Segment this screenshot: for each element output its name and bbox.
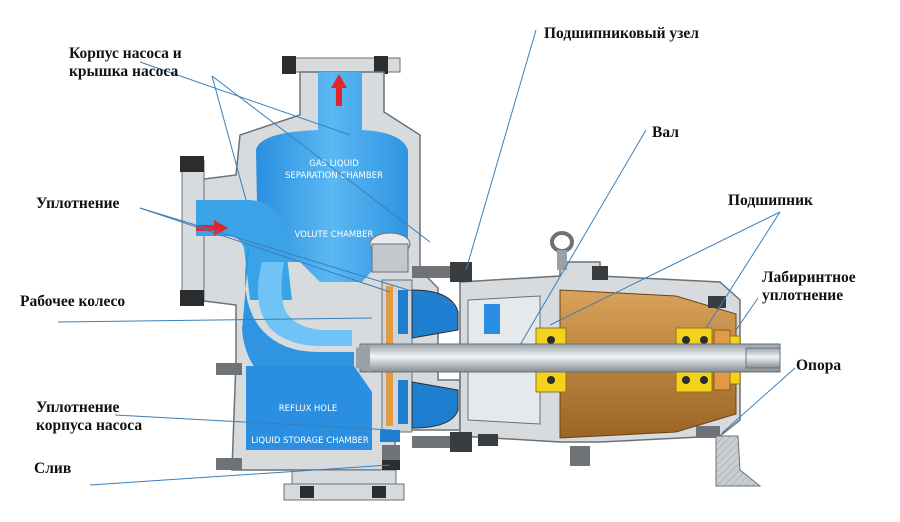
label-seal: Уплотнение [36,195,120,212]
shaft [356,343,781,373]
support-foot [715,435,762,487]
label-casing-seal-line2: корпуса насоса [36,417,143,434]
label-labyrinth-line2: уплотнение [762,287,844,304]
leader-lines [57,29,796,486]
label-support: Опора [796,357,842,374]
discharge-arrow-icon [331,74,347,106]
label-bearing: Подшипник [728,192,813,209]
volute-caption: VOLUTE CHAMBER [295,230,374,240]
label-labyrinth: Лабиринтное уплотнение [762,269,856,305]
label-impeller: Рабочее колесо [20,293,126,310]
chamber-captions: GAS LIQUID SEPARATION CHAMBER VOLUTE CHA… [251,159,383,446]
label-drain: Слив [34,460,72,477]
label-housing-line2: крышка насоса [69,63,179,80]
label-shaft: Вал [652,124,679,141]
label-casing-seal-line1: Уплотнение [36,399,120,416]
label-casing-seal: Уплотнение корпуса насоса [36,399,142,435]
drain-plug [382,445,400,461]
label-labyrinth-line1: Лабиринтное [762,269,856,286]
label-housing: Корпус насоса и крышка насоса [69,45,182,81]
reflux-caption: REFLUX HOLE [279,404,337,414]
gas-liquid-caption-1: GAS LIQUID [309,159,359,169]
water-chambers [196,72,411,450]
liquid-storage-caption: LIQUID STORAGE CHAMBER [251,436,369,446]
label-housing-line1: Корпус насоса и [69,45,182,62]
label-bearing-unit: Подшипниковый узел [544,25,699,42]
gas-liquid-caption-2: SEPARATION CHAMBER [285,171,383,181]
